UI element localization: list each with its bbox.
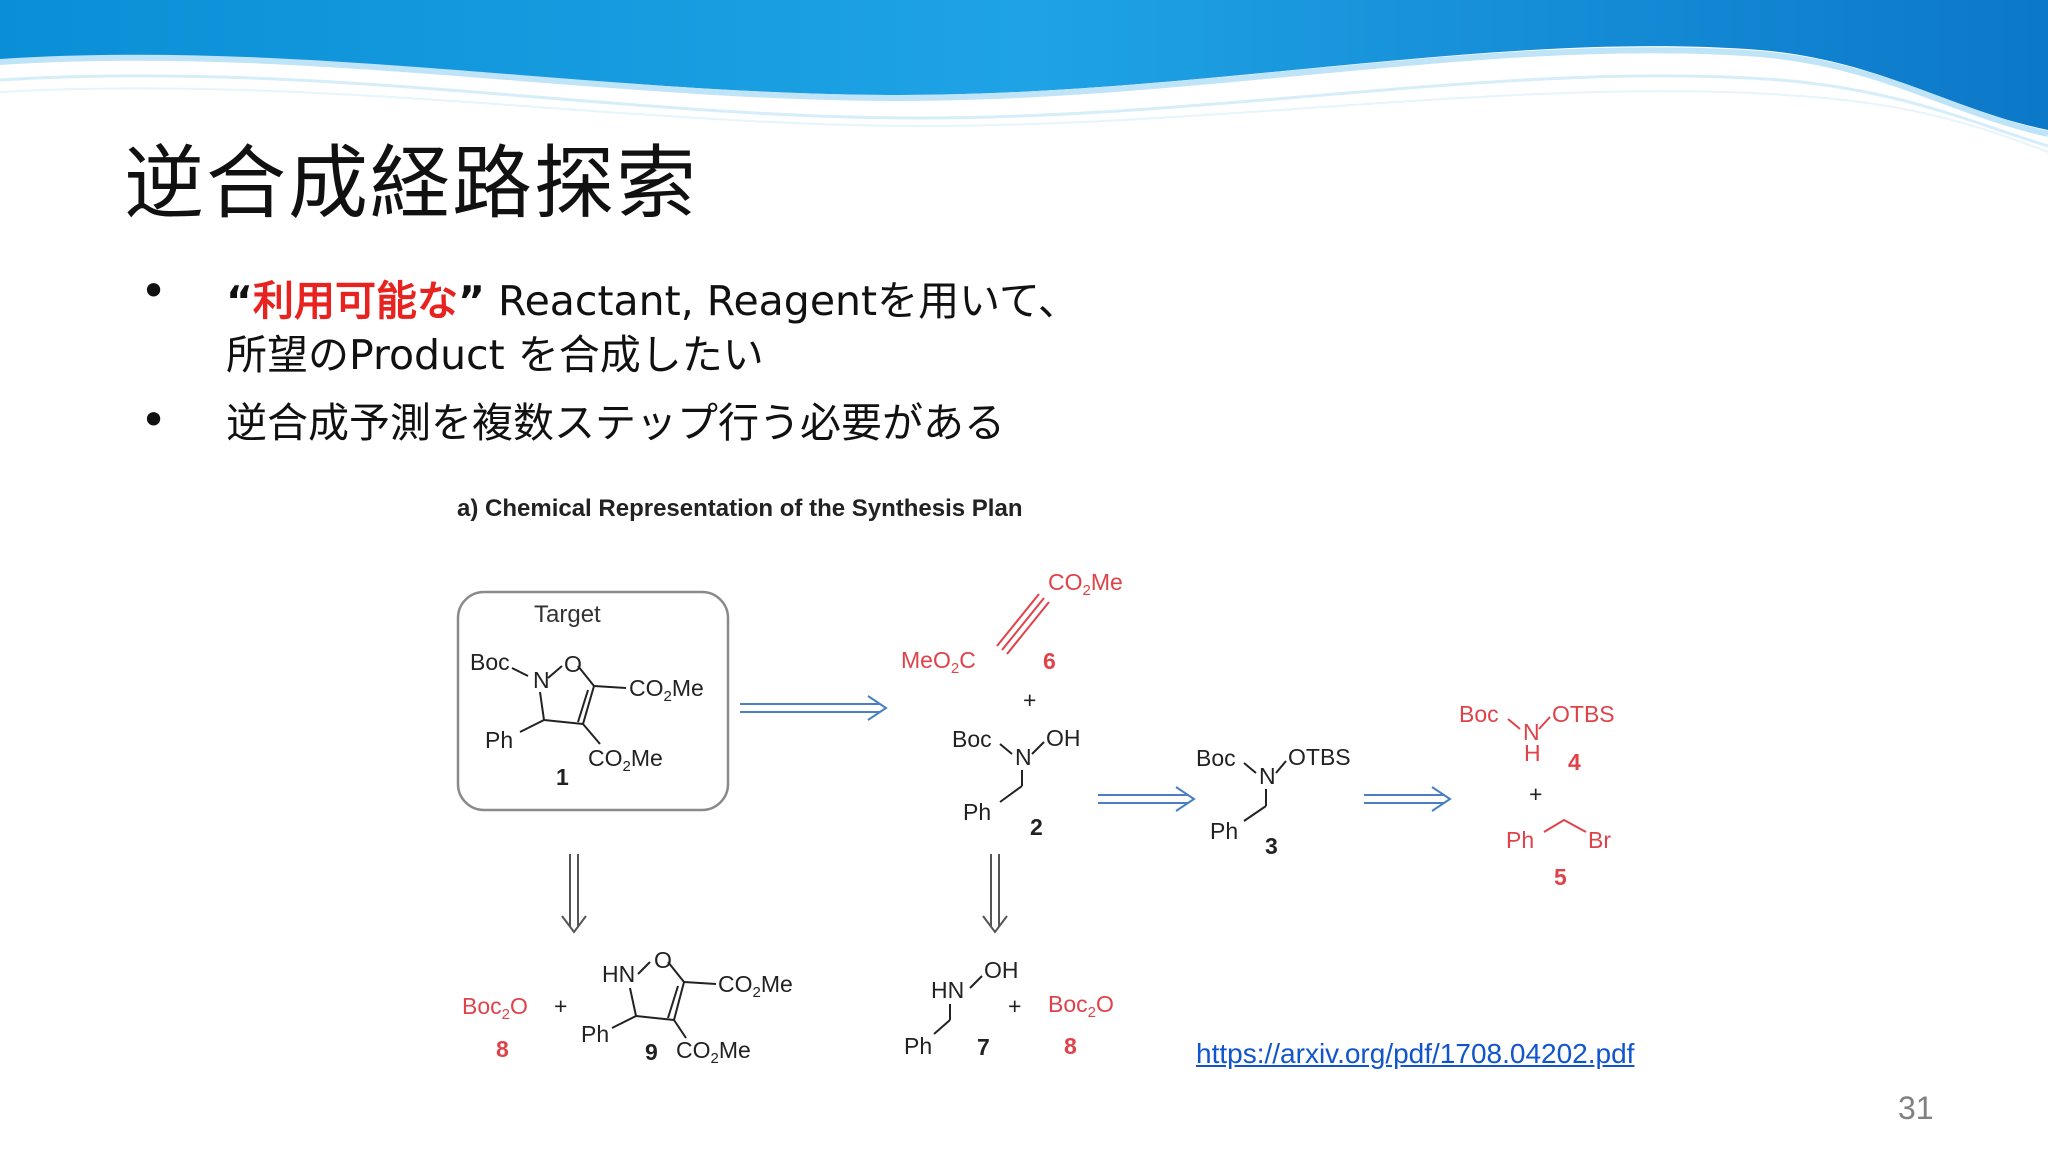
bullet-2: 逆合成予測を複数ステップ行う必要がある bbox=[226, 399, 1005, 447]
c3-ph: Ph bbox=[1210, 818, 1238, 844]
c2-oh: OH bbox=[1046, 725, 1081, 751]
c2-number: 2 bbox=[1030, 814, 1043, 840]
c6-number: 6 bbox=[1043, 648, 1056, 674]
c2-ph: Ph bbox=[963, 799, 991, 825]
compound-8-left: Boc2O 8 bbox=[462, 993, 528, 1062]
c1-boc: Boc bbox=[470, 649, 510, 675]
retro-arrow-3 bbox=[1364, 786, 1452, 812]
c7-number: 7 bbox=[977, 1034, 990, 1060]
c3-otbs: OTBS bbox=[1288, 744, 1351, 770]
bullet-1-line2: 所望のProduct を合成したい bbox=[226, 331, 764, 379]
highlight-available: 利用可能な bbox=[252, 277, 458, 325]
c4-boc: Boc bbox=[1459, 701, 1499, 727]
c2-n: N bbox=[1015, 744, 1032, 770]
plus-4-5: + bbox=[1529, 781, 1542, 807]
retro-arrow-2 bbox=[1098, 786, 1196, 812]
compound-9: HN O CO2Me Ph 9 CO2Me bbox=[581, 947, 793, 1067]
compound-7: HN OH Ph 7 bbox=[904, 957, 1019, 1060]
compound-3: Boc N OTBS Ph 3 bbox=[1196, 744, 1351, 859]
compound-6: MeO2C CO2Me 6 bbox=[901, 569, 1123, 677]
header-wave-decoration bbox=[0, 0, 2048, 153]
bullet-dot-2: • bbox=[140, 393, 168, 447]
c8-right-number: 8 bbox=[1064, 1033, 1077, 1059]
open-quote: “ bbox=[226, 277, 253, 325]
slide-title: 逆合成経路探索 bbox=[124, 137, 698, 230]
target-label: Target bbox=[534, 601, 601, 628]
c2-boc: Boc bbox=[952, 726, 992, 752]
c7-oh: OH bbox=[984, 957, 1019, 983]
c8-right-formula: Boc2O bbox=[1048, 991, 1114, 1021]
c9-hn: HN bbox=[602, 961, 635, 987]
arxiv-link[interactable]: https://arxiv.org/pdf/1708.04202.pdf bbox=[1196, 1038, 1635, 1069]
figure-caption: a) Chemical Representation of the Synthe… bbox=[457, 495, 1022, 522]
c1-ester-top: CO2Me bbox=[629, 675, 704, 705]
c4-n: N bbox=[1523, 719, 1540, 745]
c9-ph: Ph bbox=[581, 1021, 609, 1047]
c5-ph: Ph bbox=[1506, 827, 1534, 853]
down-arrow-2 bbox=[982, 854, 1008, 934]
c7-ph: Ph bbox=[904, 1033, 932, 1059]
page-number: 31 bbox=[1898, 1090, 1934, 1126]
c3-boc: Boc bbox=[1196, 745, 1236, 771]
plus-8-9: + bbox=[554, 993, 567, 1019]
c6-top: CO2Me bbox=[1048, 569, 1123, 599]
compound-5: Ph Br 5 bbox=[1506, 818, 1611, 890]
c8-left-number: 8 bbox=[496, 1036, 509, 1062]
retro-arrow-1 bbox=[740, 695, 888, 721]
down-arrow-1 bbox=[561, 854, 587, 934]
compound-1: Boc N O CO2Me Ph CO2Me 1 bbox=[470, 649, 704, 790]
c1-number: 1 bbox=[556, 764, 569, 790]
c4-number: 4 bbox=[1568, 749, 1581, 775]
plus-7-8: + bbox=[1008, 993, 1021, 1019]
c4-otbs: OTBS bbox=[1552, 701, 1615, 727]
target-box bbox=[456, 590, 730, 812]
bullet-dot-1: • bbox=[140, 264, 168, 318]
c9-o: O bbox=[654, 947, 672, 973]
c3-number: 3 bbox=[1265, 833, 1278, 859]
c1-ester-bottom: CO2Me bbox=[588, 745, 663, 775]
compound-4: Boc N H OTBS 4 bbox=[1459, 701, 1615, 775]
c4-h: H bbox=[1524, 740, 1541, 766]
bullet-1-line1: Reactant, Reagentを用いて、 bbox=[484, 277, 1079, 325]
c9-number: 9 bbox=[645, 1039, 658, 1065]
c9-ester-bottom: CO2Me bbox=[676, 1037, 751, 1067]
c8-left-formula: Boc2O bbox=[462, 993, 528, 1023]
bullet-1: “利用可能な” Reactant, Reagentを用いて、 bbox=[226, 274, 1079, 328]
synthesis-plan-figure: a) Chemical Representation of the Synthe… bbox=[456, 495, 1615, 1067]
c6-left: MeO2C bbox=[901, 647, 976, 677]
c9-ester-top: CO2Me bbox=[718, 971, 793, 1001]
c5-number: 5 bbox=[1554, 864, 1567, 890]
c3-n: N bbox=[1259, 763, 1276, 789]
compound-2: Boc N OH Ph 2 bbox=[952, 725, 1081, 840]
c1-o: O bbox=[564, 651, 582, 677]
c5-br: Br bbox=[1588, 827, 1611, 853]
c1-n: N bbox=[533, 667, 550, 693]
c1-ph: Ph bbox=[485, 727, 513, 753]
c7-hn: HN bbox=[931, 977, 964, 1003]
plus-6-2: + bbox=[1023, 687, 1036, 713]
compound-8-right: Boc2O 8 bbox=[1048, 991, 1114, 1059]
close-quote: ” bbox=[457, 277, 485, 325]
